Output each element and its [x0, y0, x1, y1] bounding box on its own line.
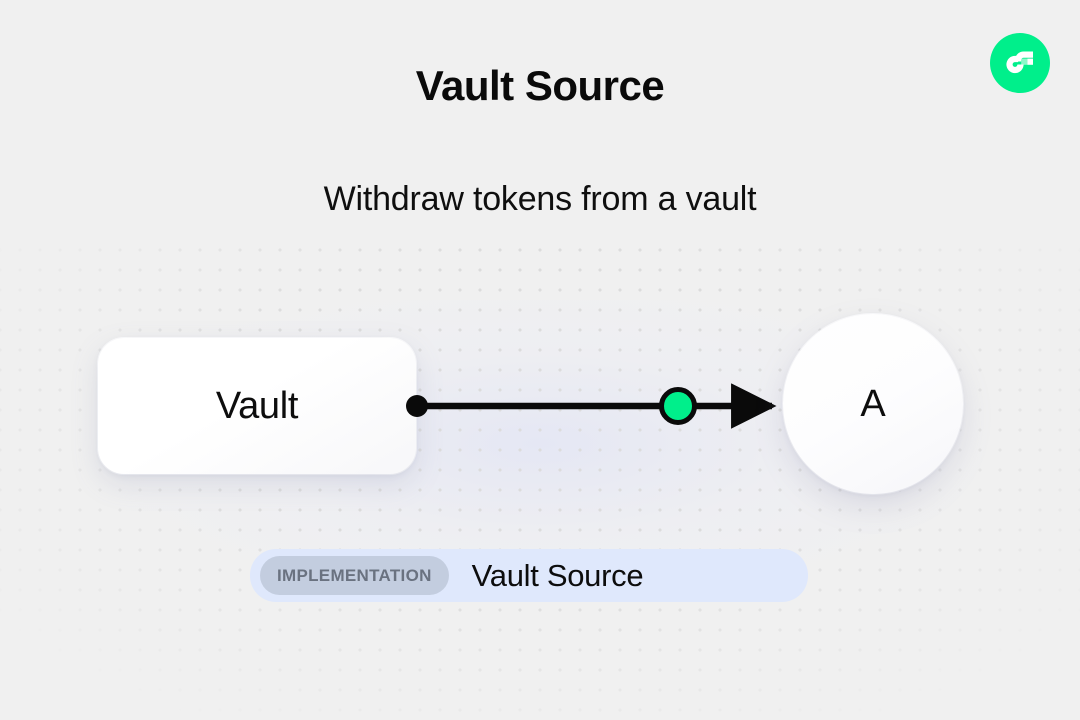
page-title: Vault Source: [415, 62, 665, 109]
implementation-bar[interactable]: IMPLEMENTATION Vault Source: [250, 549, 808, 602]
edge-midpoint-dot[interactable]: [659, 387, 697, 425]
flow-logo-icon: [1002, 43, 1038, 84]
page-subtitle: Withdraw tokens from a vault: [323, 180, 757, 218]
node-a-label: A: [860, 382, 886, 425]
node-vault[interactable]: Vault: [98, 338, 416, 474]
node-vault-label: Vault: [215, 384, 299, 427]
node-a[interactable]: A: [783, 314, 963, 494]
implementation-badge: IMPLEMENTATION: [260, 556, 449, 595]
implementation-name: Vault Source: [471, 557, 644, 593]
brand-logo: [990, 33, 1050, 93]
